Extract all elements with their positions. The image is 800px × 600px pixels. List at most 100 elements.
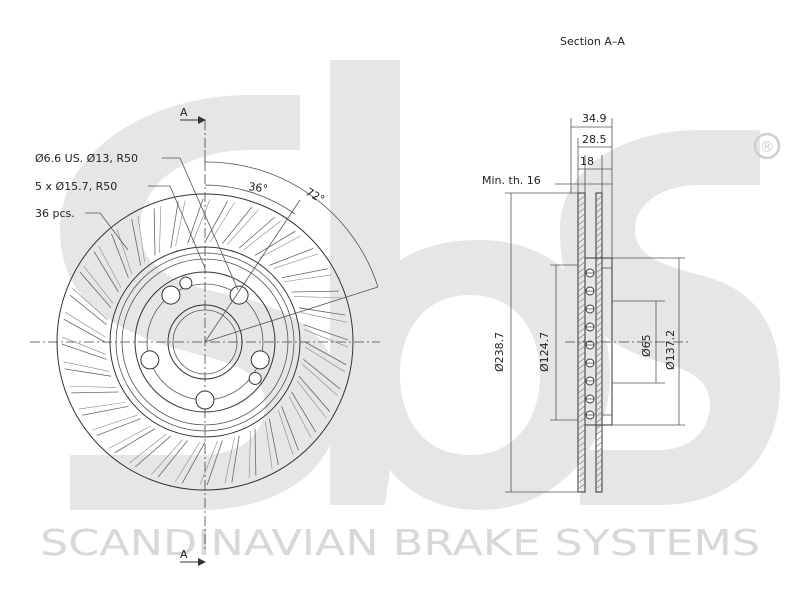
vane-line-inner (192, 198, 211, 243)
center-bore-chamfer (172, 309, 238, 375)
hatch-line-left (577, 399, 586, 406)
vane-line (291, 391, 317, 433)
vane-line-inner (98, 246, 122, 288)
outer-disc-edge (56, 193, 354, 491)
hatch-line-right (595, 231, 603, 238)
hatch-line-left (577, 267, 586, 274)
center-bore (167, 304, 243, 380)
bolt-hole (229, 285, 249, 305)
friction-ring-inner-edge (109, 246, 301, 438)
hatch-line-right (595, 399, 603, 406)
vane-line (79, 272, 112, 309)
hatch-line-left (577, 369, 586, 376)
hatch-line-right (595, 393, 603, 400)
hatch-line-right (595, 303, 603, 310)
hatch-line-right (595, 327, 603, 334)
hatch-line-left (577, 357, 586, 364)
hatch-line-left (577, 231, 586, 238)
leader-vanes (85, 212, 129, 251)
hatch-line-left (577, 249, 586, 256)
hatch-line-right (595, 441, 603, 448)
dim-disc-thickness: 18 (580, 155, 594, 168)
section-hatching (577, 195, 603, 490)
hat-section (585, 257, 613, 426)
bolt-hole (195, 390, 215, 410)
hatch-line-right (595, 447, 603, 454)
hatch-line-left (577, 213, 586, 220)
hatch-line-right (595, 483, 603, 490)
vane-line-inner (116, 229, 132, 275)
angle-ray-72 (204, 286, 379, 343)
hatch-line-left (577, 483, 586, 490)
vane-line (303, 359, 341, 390)
vane-line-inner (224, 437, 235, 484)
vane-line (93, 251, 119, 293)
hatch-line-right (595, 465, 603, 472)
hatch-line-left (577, 435, 586, 442)
vane-line-inner (63, 361, 110, 372)
angle-label-72: 72° (304, 185, 327, 206)
vane-line-inner (259, 235, 301, 259)
hatch-line-right (595, 201, 603, 208)
vane-line-inner (278, 409, 294, 455)
hatch-line-right (595, 411, 603, 418)
vane-line-inner (64, 311, 106, 338)
hatch-line-left (577, 339, 586, 346)
vane-line (291, 290, 339, 293)
vane-line (63, 318, 106, 343)
vane-line (231, 435, 240, 483)
hatch-line-right (595, 405, 603, 412)
vane-line (64, 368, 112, 377)
hatch-line-left (577, 333, 586, 340)
hatch-line-left (577, 273, 586, 280)
vane-line (222, 206, 253, 244)
hatch-line-right (595, 219, 603, 226)
section-arrow-bottom (198, 558, 206, 566)
hatch-line-left (577, 243, 586, 250)
vane-line-inner (61, 336, 106, 355)
bolt-hole (250, 350, 270, 370)
leader-bolt-holes (148, 185, 206, 269)
front-view (30, 116, 380, 566)
hatch-line-right (595, 477, 603, 484)
vane-line-inner (128, 433, 167, 464)
hatch-line-left (577, 237, 586, 244)
vane-line-inner (159, 205, 162, 254)
vane-line-inner (175, 200, 186, 247)
hatch-line-left (577, 207, 586, 214)
hatch-line-left (577, 453, 586, 460)
hatch-line-left (577, 411, 586, 418)
hatch-line-left (577, 315, 586, 322)
section-label-bottom: A (180, 548, 188, 561)
callout-small-holes: Ø6.6 US. Ø13, R50 (35, 152, 138, 165)
hatch-line-right (595, 249, 603, 256)
vane-line-inner (109, 425, 151, 449)
angle-ray-36 (204, 199, 301, 343)
hatch-line-right (595, 429, 603, 436)
dim-min-thickness: Min. th. 16 (482, 174, 541, 187)
vane-line (187, 198, 204, 244)
locating-hole (248, 371, 262, 385)
hatch-line-right (595, 375, 603, 382)
vane-line (204, 200, 229, 243)
angle-arc-36 (204, 184, 296, 215)
vane-line-inner (248, 430, 251, 479)
hatch-line-left (577, 387, 586, 394)
hatch-line-left (577, 381, 586, 388)
dim-total-thickness: 34.9 (582, 112, 607, 125)
hatch-line-left (577, 351, 586, 358)
hatch-line-left (577, 375, 586, 382)
vane-line (82, 405, 129, 416)
hatch-line-left (577, 225, 586, 232)
vane-line-inner (227, 209, 259, 245)
registered-symbol: ® (760, 138, 775, 156)
hatch-line-right (595, 207, 603, 214)
vane-line-inner (265, 421, 273, 469)
vane-line (298, 307, 346, 316)
hatch-line-right (595, 417, 603, 424)
callout-bolt-holes: 5 x Ø15.7, R50 (35, 180, 117, 193)
dim-d-137: Ø137.2 (664, 330, 677, 370)
hatch-line-left (577, 255, 586, 262)
vane-line-inner (92, 415, 138, 431)
inner-friction-plate (577, 192, 586, 493)
